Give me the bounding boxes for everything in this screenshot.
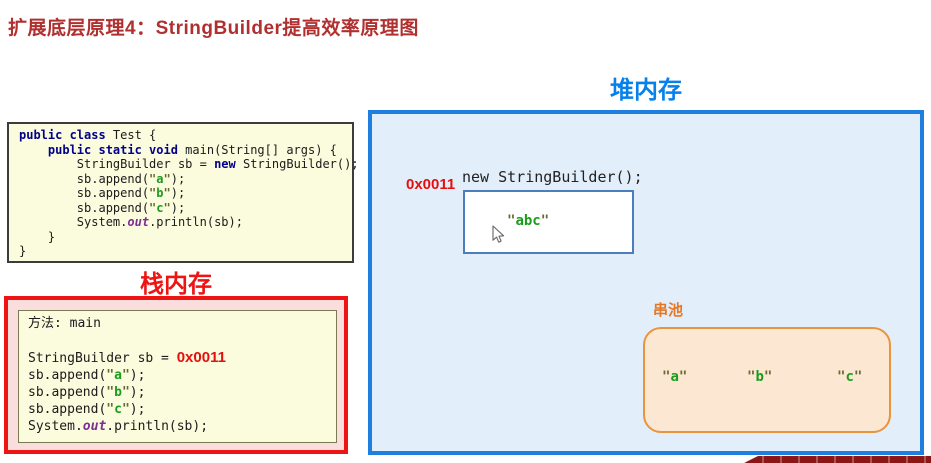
stringbuilder-value: "abc"	[507, 213, 550, 229]
pool-string-c: "c"	[837, 369, 863, 385]
watermark-banner	[744, 456, 931, 463]
mouse-cursor-icon	[492, 225, 505, 244]
pool-string-b: "b"	[747, 369, 773, 385]
stack-memory-title: 栈内存	[140, 271, 212, 298]
java-source-code-block: public class Test { public static void m…	[7, 122, 359, 263]
string-pool-title: 串池	[653, 302, 684, 319]
object-address-label: 0x0011	[406, 176, 456, 193]
page-title: 扩展底层原理4：StringBuilder提高效率原理图	[8, 18, 419, 39]
stringbuilder-object-box: "abc"	[463, 190, 634, 254]
string-pool-box: "a" "b" "c"	[643, 327, 891, 433]
new-stringbuilder-label: new StringBuilder();	[462, 168, 643, 186]
heap-memory-title: 堆内存	[610, 77, 682, 104]
pool-string-a: "a"	[662, 369, 688, 385]
heap-memory-box: 0x0011 new StringBuilder(); "abc" 串池 "a"…	[368, 110, 924, 455]
